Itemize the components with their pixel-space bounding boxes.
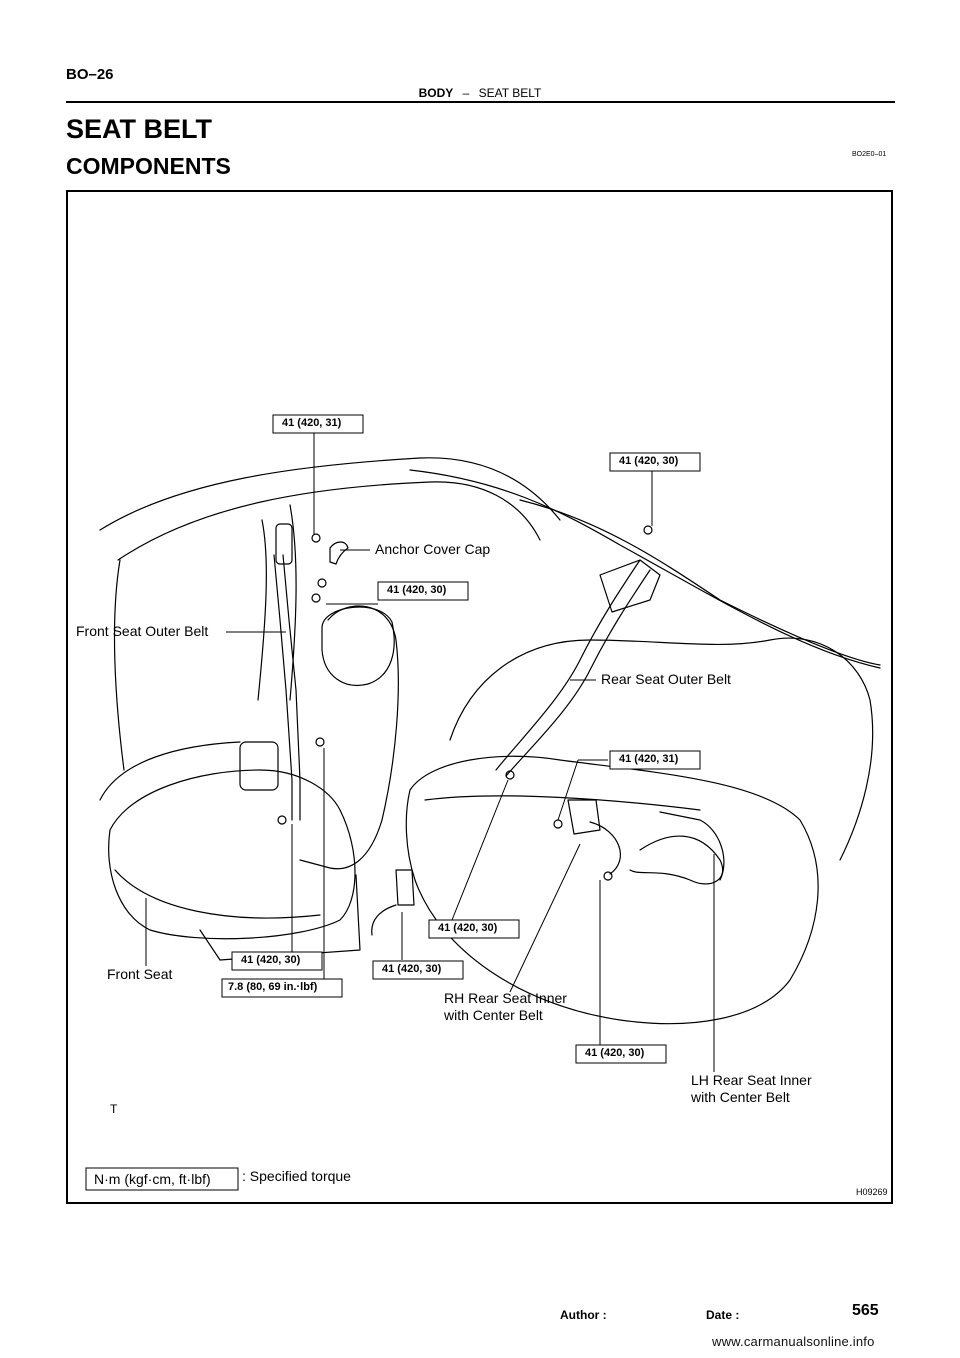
label-lh-rear-inner-2: with Center Belt — [691, 1089, 790, 1105]
torque-label: 41 (420, 30) — [387, 584, 447, 596]
bolt-lower-anchor — [277, 815, 287, 825]
rear-belt-retractor — [599, 559, 661, 613]
label-front-seat: Front Seat — [107, 966, 173, 982]
seat-cushion — [108, 769, 356, 940]
page-code: BO–26 — [66, 66, 114, 83]
torque-label: 41 (420, 30) — [382, 963, 442, 975]
body-side — [113, 559, 125, 771]
rear-quarter-line — [409, 469, 881, 669]
bolt-mid-b — [311, 593, 321, 603]
torque-label: 7.8 (80, 69 in.·lbf) — [228, 981, 318, 993]
header-dash: – — [462, 86, 470, 100]
lh-inner-strap — [659, 811, 725, 881]
torque-label: 41 (420, 30) — [619, 455, 679, 467]
front-belt-guide — [275, 523, 293, 565]
headrest — [321, 606, 395, 686]
front-belt-retractor — [239, 741, 279, 791]
buckle-wire — [371, 904, 397, 936]
rear-belt-webbing-2 — [505, 569, 651, 777]
page-title: SEAT BELT — [66, 114, 212, 144]
rh-inner-buckle — [567, 799, 601, 835]
torque-label: 41 (420, 31) — [282, 417, 342, 429]
label-lh-rear-inner-1: LH Rear Seat Inner — [691, 1072, 812, 1088]
label-rh-rear-inner-2: with Center Belt — [444, 1007, 543, 1023]
rear-seatback — [449, 637, 874, 861]
lh-inner-center-belt — [629, 835, 724, 885]
roof-line-inner — [117, 481, 541, 561]
front-belt-webbing-2 — [282, 554, 301, 821]
seat-cushion-front — [114, 869, 321, 919]
seat-back — [299, 605, 399, 870]
legend-text: : Specified torque — [242, 1168, 351, 1184]
rear-window-line — [519, 499, 881, 666]
rear-belt-webbing — [495, 559, 641, 771]
footer-page-number: 565 — [852, 1302, 879, 1319]
bolt-rear-roof — [643, 525, 653, 535]
torque-label: 41 (420, 30) — [438, 922, 498, 934]
small-mark: T — [110, 1102, 118, 1116]
b-pillar-inner — [289, 504, 297, 701]
anchor-cover-cap — [329, 541, 349, 565]
section-title: COMPONENTS — [66, 153, 231, 179]
torque-label: 41 (420, 30) — [585, 1047, 645, 1059]
rh-inner-strap — [589, 821, 621, 875]
bolt-lh-inner — [603, 871, 613, 881]
rear-cushion — [405, 755, 819, 1025]
front-belt-webbing — [273, 554, 293, 821]
bolt-retractor — [315, 737, 325, 747]
roof-line — [99, 457, 561, 531]
watermark[interactable]: www.carmanualsonline.info — [712, 1334, 875, 1349]
header-section: BODY — [418, 86, 454, 100]
torque-label: 41 (420, 31) — [619, 753, 679, 765]
bolt-rear-lower — [505, 770, 515, 780]
figure-id: H09269 — [856, 1187, 888, 1197]
bolt-upper-anchor — [311, 533, 321, 543]
legend-box — [85, 1167, 239, 1191]
header-subsection: SEAT BELT — [478, 86, 542, 100]
doc-id: BO2E0–01 — [852, 151, 887, 158]
label-anchor-cover-cap: Anchor Cover Cap — [375, 541, 491, 557]
label-rear-seat-outer-belt: Rear Seat Outer Belt — [601, 671, 731, 687]
bolt-rh-inner — [553, 819, 563, 829]
header-rule — [66, 101, 895, 103]
legend-unit: N·m (kgf·cm, ft·lbf) — [94, 1171, 211, 1187]
buckle-front — [395, 869, 415, 906]
label-rh-rear-inner-1: RH Rear Seat Inner — [444, 990, 567, 1006]
body-floor — [99, 741, 241, 801]
bolt-mid-a — [317, 578, 327, 588]
label-front-seat-outer-belt: Front Seat Outer Belt — [76, 623, 209, 639]
footer-date: Date : — [706, 1308, 740, 1322]
b-pillar — [257, 519, 267, 701]
rear-cushion-top — [424, 795, 701, 811]
running-header: BODY – SEAT BELT — [0, 86, 960, 100]
footer-author: Author : — [560, 1308, 607, 1322]
components-figure — [66, 190, 893, 1204]
torque-label: 41 (420, 30) — [241, 954, 301, 966]
